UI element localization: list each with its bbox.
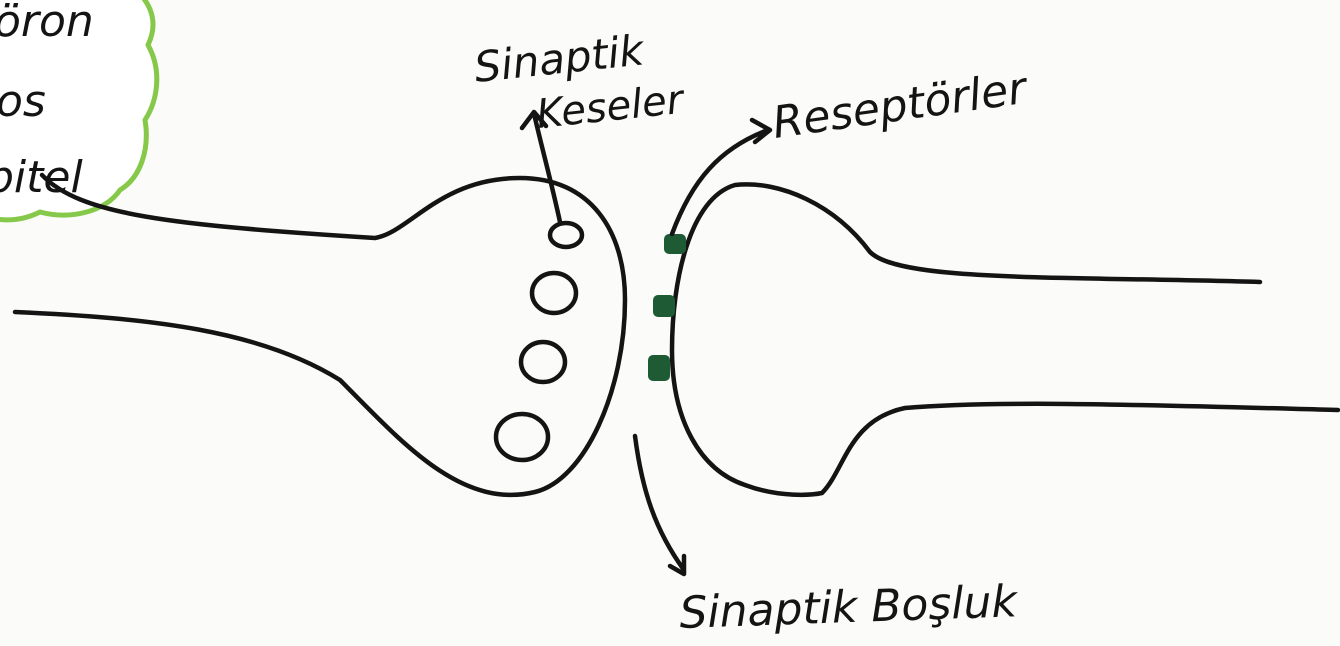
cloud-text-line-2: os	[0, 76, 46, 127]
synaptic-vesicle-1	[550, 223, 582, 247]
postsynaptic-dendrite-outline	[672, 184, 1338, 494]
receptors-label-arrow	[672, 120, 770, 234]
cloud-text-line-1: öron	[0, 0, 94, 47]
synaptic-vesicle-3	[521, 342, 565, 382]
receptor-3	[648, 355, 670, 381]
cleft-label-arrow	[635, 436, 684, 574]
presynaptic-terminal-outline	[15, 175, 625, 495]
receptor-1	[664, 234, 686, 254]
receptors-label: Reseptörler	[769, 62, 1032, 148]
vesicles-label-line-2: Keseler	[534, 77, 688, 138]
synaptic-vesicle-4	[496, 414, 548, 460]
note-cloud: öron os pitel	[0, 0, 157, 220]
receptor-2	[653, 295, 675, 317]
vesicles-label-line-1: Sinaptik	[472, 25, 648, 92]
synaptic-vesicle-2	[532, 273, 576, 313]
synaptic-cleft-label: Sinaptik Boşluk	[679, 576, 1020, 639]
